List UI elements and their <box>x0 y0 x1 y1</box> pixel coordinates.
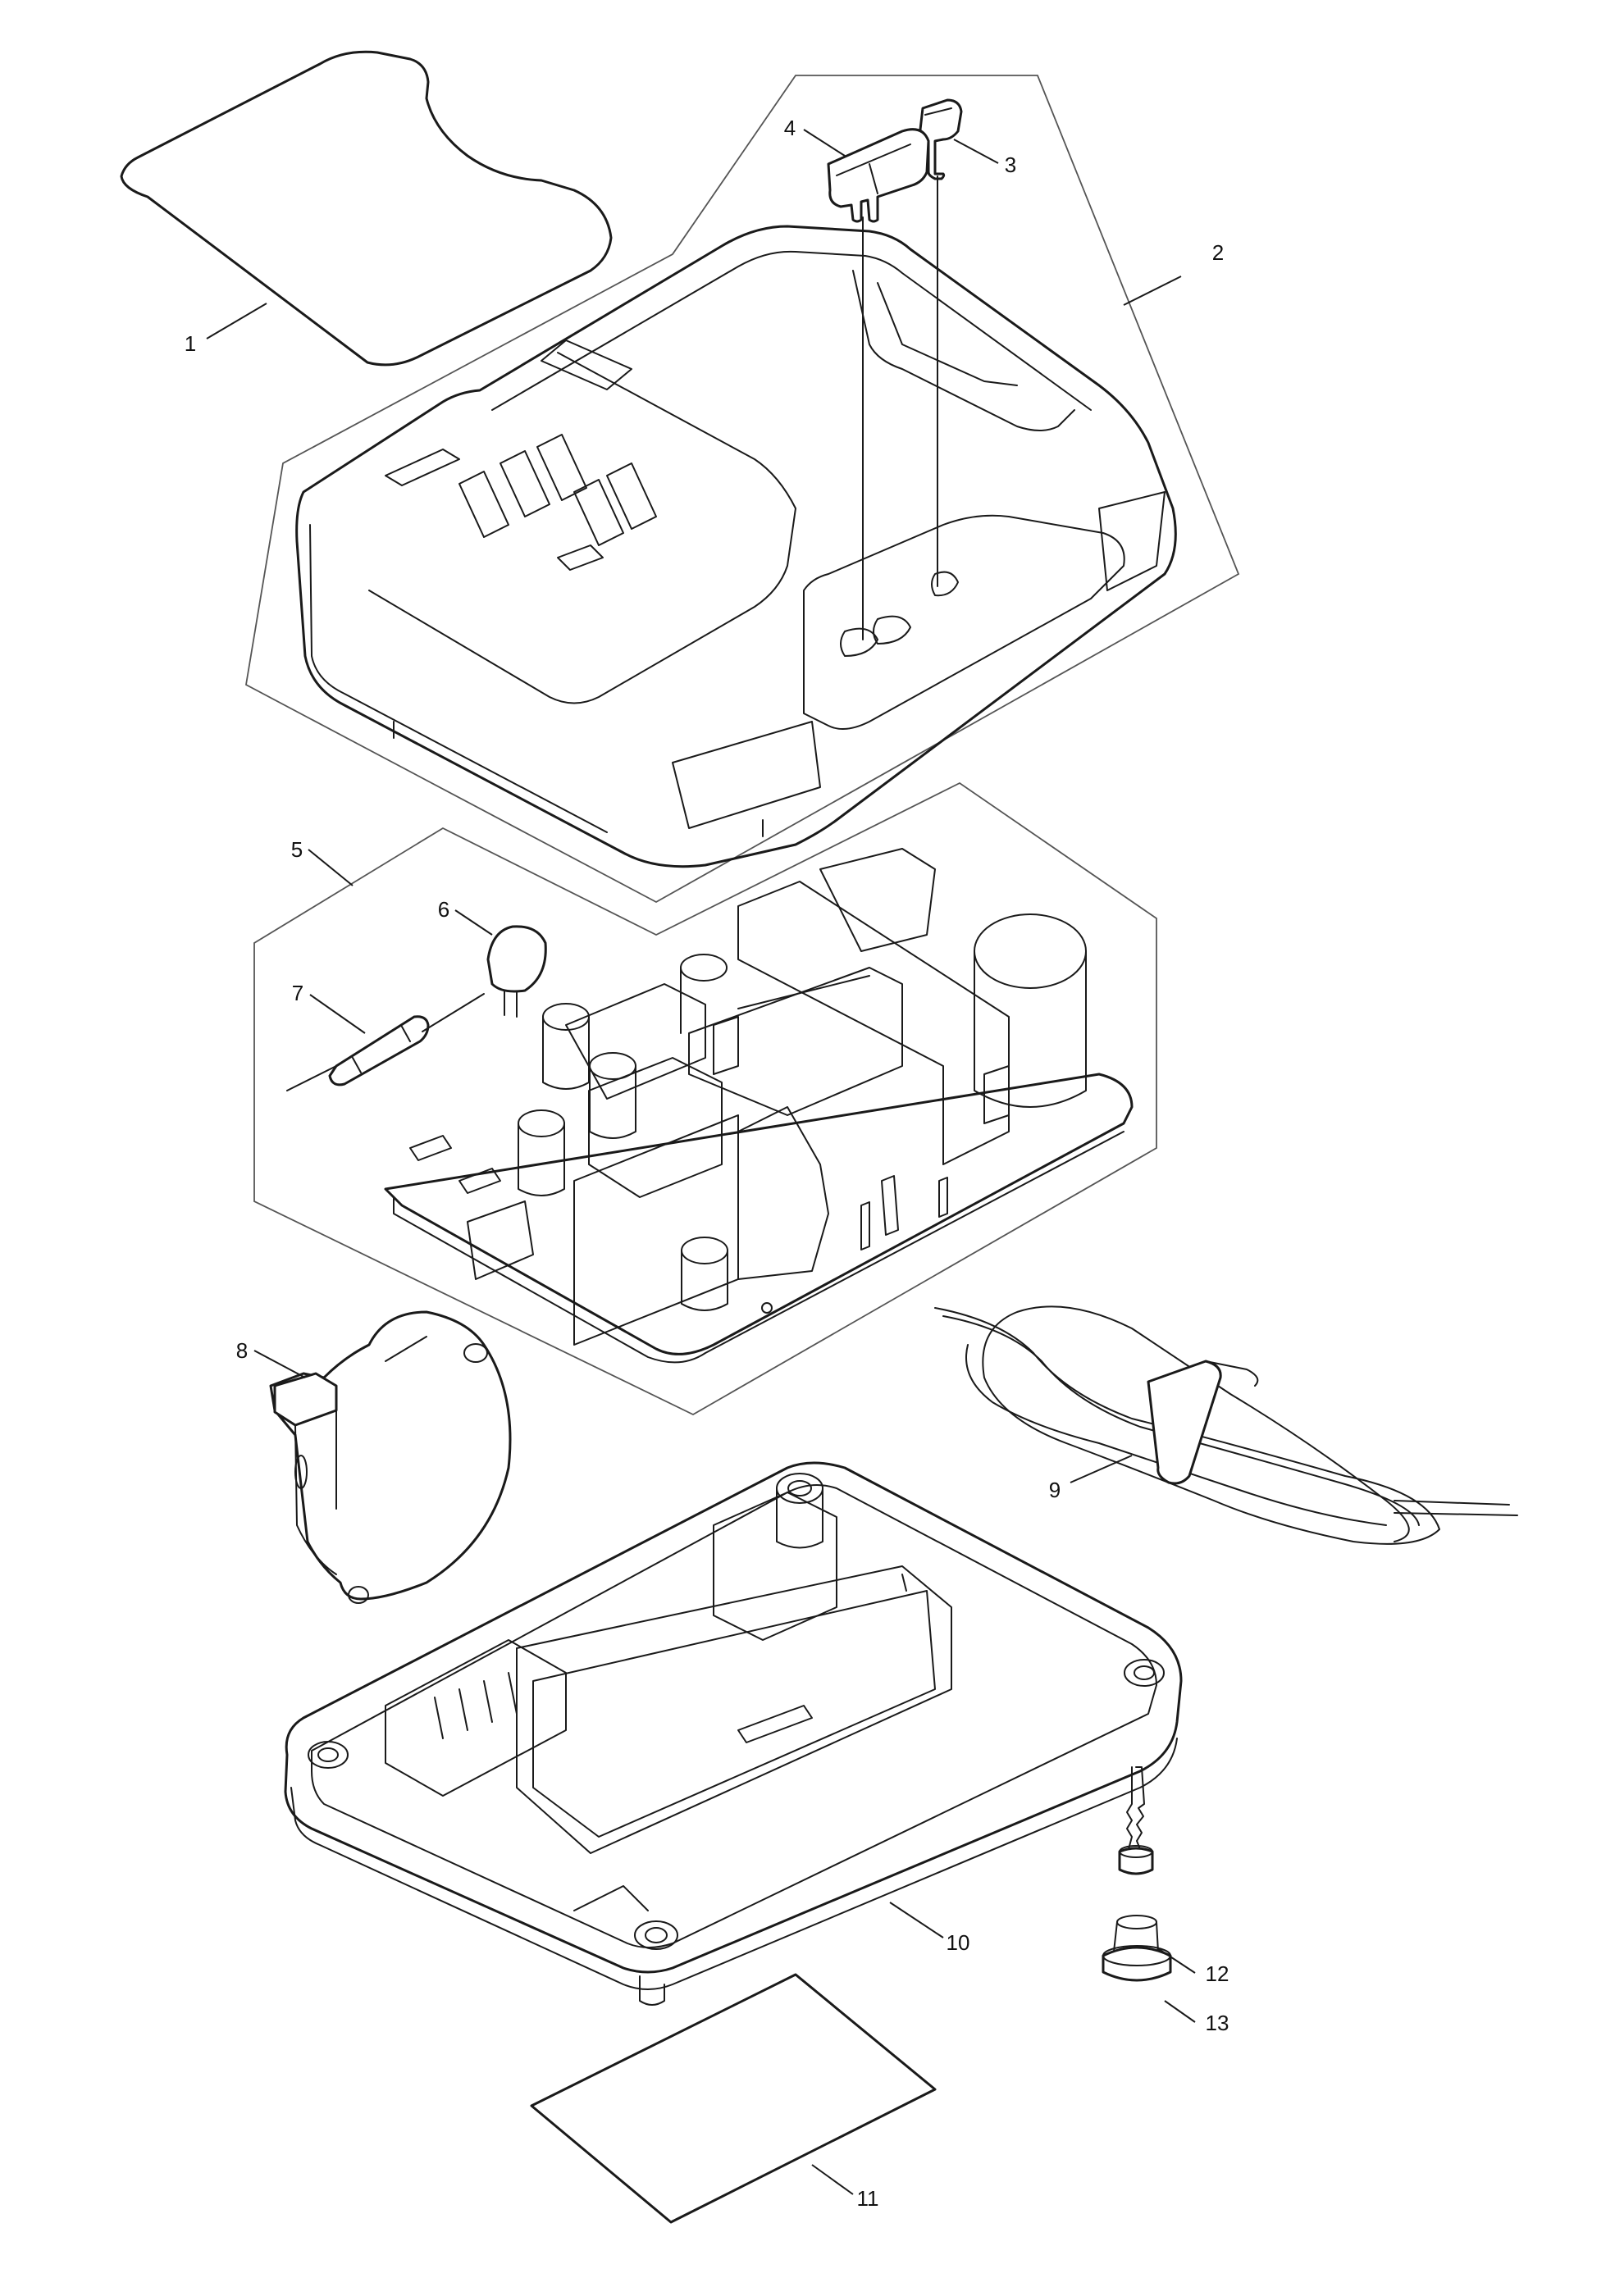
leader-9 <box>1070 1455 1133 1483</box>
part-7-fuse[interactable] <box>286 993 485 1091</box>
leader-11 <box>811 2164 854 2195</box>
part-9-power-cord[interactable] <box>934 1305 1518 1545</box>
part-4-double-button[interactable] <box>827 128 930 223</box>
callout-1: 1 <box>185 331 196 356</box>
part-10-housing-lower[interactable] <box>284 1461 1183 2006</box>
leader-6 <box>454 909 493 936</box>
leader-2 <box>1123 276 1182 306</box>
callout-8: 8 <box>236 1338 248 1363</box>
leader-13 <box>1164 2000 1196 2023</box>
leader-7 <box>309 994 366 1034</box>
leader-8 <box>253 1350 306 1378</box>
part-2-housing-upper[interactable] <box>295 225 1177 868</box>
part-2-group-outline <box>245 75 1240 904</box>
part-11-label-sheet[interactable] <box>530 1973 937 2224</box>
leader-1 <box>206 303 267 339</box>
part-1-label-sheet[interactable] <box>120 50 613 367</box>
callout-4: 4 <box>784 116 796 140</box>
callout-11: 11 <box>857 2186 879 2211</box>
callout-10: 10 <box>947 1930 970 1955</box>
part-13-foot[interactable] <box>1102 1915 1172 1982</box>
leader-10 <box>889 1902 944 1938</box>
callout-6: 6 <box>438 897 449 922</box>
callout-5: 5 <box>291 837 303 862</box>
callout-12: 12 <box>1206 1961 1229 1986</box>
part-5-pcb-assembly[interactable] <box>384 848 1134 1364</box>
part-5-group-outline <box>253 781 1157 1416</box>
callout-7: 7 <box>292 981 303 1005</box>
leader-3 <box>953 139 999 164</box>
callout-3: 3 <box>1005 153 1016 177</box>
part-6-capacitor[interactable] <box>486 925 547 1018</box>
callout-13: 13 <box>1206 2011 1229 2035</box>
leader-12 <box>1156 1947 1196 1974</box>
leader-5 <box>308 849 354 886</box>
leader-4 <box>803 129 846 157</box>
part-12-screw[interactable] <box>1118 1766 1154 1875</box>
callout-2: 2 <box>1212 240 1224 265</box>
part-8-fan[interactable] <box>269 1310 512 1604</box>
callout-9: 9 <box>1049 1478 1061 1502</box>
